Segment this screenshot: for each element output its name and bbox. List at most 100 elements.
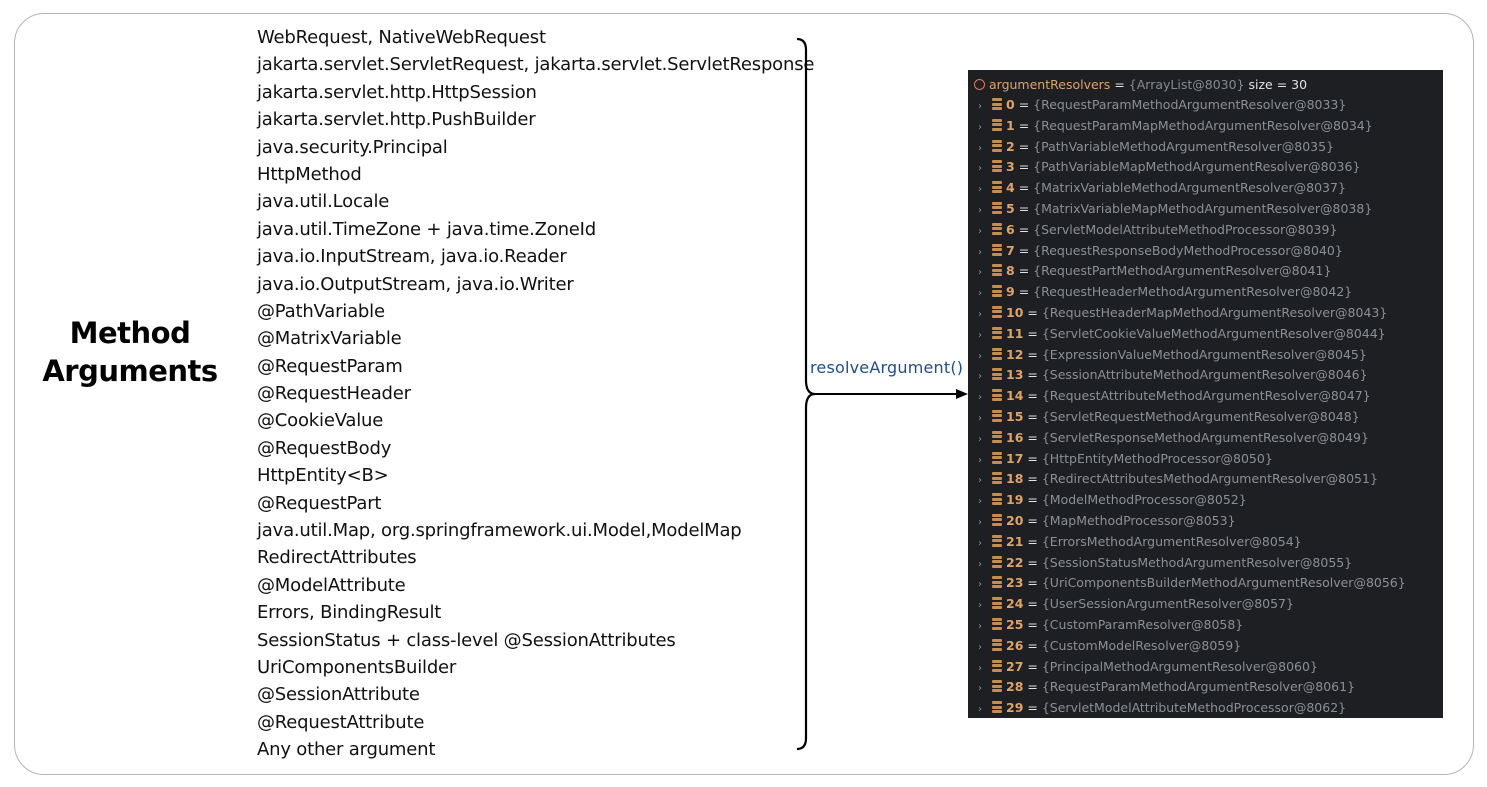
resolver-row[interactable]: ›21 = {ErrorsMethodArgumentResolver@8054… <box>968 532 1406 553</box>
resolver-index: 25 <box>1006 616 1024 632</box>
expand-chevron-icon[interactable]: › <box>978 350 982 362</box>
resolver-row[interactable]: ›20 = {MapMethodProcessor@8053} <box>968 511 1406 532</box>
expand-chevron-icon[interactable]: › <box>978 204 982 216</box>
expand-chevron-icon[interactable]: › <box>978 620 982 632</box>
resolver-row[interactable]: ›17 = {HttpEntityMethodProcessor@8050} <box>968 449 1406 470</box>
resolver-index: 4 <box>1006 180 1015 196</box>
argument-type-item: @RequestAttribute <box>257 711 425 733</box>
list-element-icon <box>992 534 1002 547</box>
resolver-row[interactable]: ›14 = {RequestAttributeMethodArgumentRes… <box>968 386 1406 407</box>
resolver-row[interactable]: ›13 = {SessionAttributeMethodArgumentRes… <box>968 365 1406 386</box>
expand-chevron-icon[interactable]: › <box>978 537 982 549</box>
resolver-index: 3 <box>1006 159 1015 175</box>
expand-chevron-icon[interactable]: › <box>978 371 982 383</box>
resolver-row[interactable]: ›27 = {PrincipalMethodArgumentResolver@8… <box>968 657 1406 678</box>
expand-chevron-icon[interactable]: › <box>978 496 982 508</box>
resolver-row[interactable]: ›18 = {RedirectAttributesMethodArgumentR… <box>968 469 1406 490</box>
equals-sign: = <box>1027 596 1038 612</box>
resolver-row[interactable]: ›4 = {MatrixVariableMethodArgumentResolv… <box>968 178 1406 199</box>
expand-chevron-icon[interactable]: › <box>978 475 982 487</box>
expand-chevron-icon[interactable]: › <box>978 267 982 279</box>
resolver-row[interactable]: ›22 = {SessionStatusMethodArgumentResolv… <box>968 553 1406 574</box>
argument-type-item: @RequestHeader <box>257 383 411 405</box>
expand-chevron-icon[interactable]: › <box>978 163 982 175</box>
expand-chevron-icon[interactable]: › <box>978 101 982 112</box>
expand-chevron-icon[interactable]: › <box>978 454 982 466</box>
title-line-2: Arguments <box>42 354 218 388</box>
resolver-row[interactable]: ›6 = {ServletModelAttributeMethodProcess… <box>968 220 1406 241</box>
resolver-row[interactable]: ›19 = {ModelMethodProcessor@8052} <box>968 490 1406 511</box>
resolver-row[interactable]: ›29 = {ServletModelAttributeMethodProces… <box>968 698 1406 718</box>
resolver-value: {ServletCookieValueMethodArgumentResolve… <box>1041 325 1386 341</box>
expand-chevron-icon[interactable]: › <box>978 433 982 445</box>
resolver-row[interactable]: ›16 = {ServletResponseMethodArgumentReso… <box>968 428 1406 449</box>
argument-type-item: jakarta.servlet.http.PushBuilder <box>257 109 536 131</box>
expand-chevron-icon[interactable]: › <box>978 412 982 424</box>
equals-sign: = <box>1027 512 1038 528</box>
list-element-icon <box>992 98 1002 110</box>
resolver-row[interactable]: ›12 = {ExpressionValueMethodArgumentReso… <box>968 345 1406 366</box>
equals-sign: = <box>1027 367 1038 383</box>
resolver-row[interactable]: ›8 = {RequestPartMethodArgumentResolver@… <box>968 261 1406 282</box>
list-element-icon <box>992 326 1002 339</box>
resolver-row[interactable]: ›2 = {PathVariableMethodArgumentResolver… <box>968 137 1406 158</box>
equals-sign: = <box>1018 117 1030 133</box>
resolver-row[interactable]: ›25 = {CustomParamResolver@8058} <box>968 615 1406 636</box>
expand-chevron-icon[interactable]: › <box>978 662 982 674</box>
resolver-row[interactable]: ›3 = {PathVariableMapMethodArgumentResol… <box>968 157 1406 178</box>
resolver-index: 23 <box>1006 575 1024 591</box>
resolver-row[interactable]: ›28 = {RequestParamMethodArgumentResolve… <box>968 677 1406 698</box>
resolver-row[interactable]: ›11 = {ServletCookieValueMethodArgumentR… <box>968 324 1406 345</box>
expand-chevron-icon[interactable]: › <box>978 121 982 133</box>
expand-chevron-icon[interactable]: › <box>978 558 982 570</box>
equals-sign: = <box>1027 325 1038 341</box>
expand-chevron-icon[interactable]: › <box>978 641 982 653</box>
list-element-icon <box>992 305 1002 318</box>
argument-type-item: java.util.Map, org.springframework.ui.Mo… <box>257 520 742 542</box>
expand-chevron-icon[interactable]: › <box>978 392 982 404</box>
resolver-row[interactable]: ›15 = {ServletRequestMethodArgumentResol… <box>968 407 1406 428</box>
resolver-index: 0 <box>1006 97 1015 112</box>
expand-chevron-icon[interactable]: › <box>978 142 982 154</box>
resolver-index: 8 <box>1006 263 1015 279</box>
resolver-index: 24 <box>1006 596 1024 612</box>
resolver-row[interactable]: ›0 = {RequestParamMethodArgumentResolver… <box>968 95 1406 116</box>
debugger-watch-header[interactable]: argumentResolvers = {ArrayList@8030} siz… <box>974 76 1307 94</box>
argument-type-item: java.security.Principal <box>257 136 448 158</box>
argument-type-item: java.io.OutputStream, java.io.Writer <box>257 273 574 295</box>
expand-chevron-icon[interactable]: › <box>978 329 982 341</box>
resolver-index: 21 <box>1006 533 1024 549</box>
resolver-row[interactable]: ›23 = {UriComponentsBuilderMethodArgumen… <box>968 573 1406 594</box>
expand-chevron-icon[interactable]: › <box>978 288 982 300</box>
argument-type-item: @ModelAttribute <box>257 574 406 596</box>
resolver-value: {ErrorsMethodArgumentResolver@8054} <box>1041 533 1302 549</box>
resolver-row[interactable]: ›5 = {MatrixVariableMapMethodArgumentRes… <box>968 199 1406 220</box>
argument-type-item: @RequestPart <box>257 492 382 514</box>
resolver-row[interactable]: ›24 = {UserSessionArgumentResolver@8057} <box>968 594 1406 615</box>
expand-chevron-icon[interactable]: › <box>978 516 982 528</box>
resolver-index: 5 <box>1006 200 1015 216</box>
list-element-icon <box>992 222 1002 235</box>
resolver-value: {RequestParamMethodArgumentResolver@8061… <box>1041 679 1356 695</box>
list-element-icon <box>992 451 1002 464</box>
resolver-row[interactable]: ›10 = {RequestHeaderMapMethodArgumentRes… <box>968 303 1406 324</box>
expand-chevron-icon[interactable]: › <box>978 683 982 695</box>
expand-chevron-icon[interactable]: › <box>978 579 982 591</box>
expand-chevron-icon[interactable]: › <box>978 225 982 237</box>
resolver-value: {ModelMethodProcessor@8052} <box>1041 492 1247 508</box>
resolver-row[interactable]: ›9 = {RequestHeaderMethodArgumentResolve… <box>968 282 1406 303</box>
list-element-icon <box>992 555 1002 568</box>
resolver-row[interactable]: ›7 = {RequestResponseBodyMethodProcessor… <box>968 241 1406 262</box>
list-element-icon <box>992 597 1002 610</box>
expand-chevron-icon[interactable]: › <box>978 246 982 258</box>
resolver-value: {SessionStatusMethodArgumentResolver@805… <box>1041 554 1353 570</box>
expand-chevron-icon[interactable]: › <box>978 308 982 320</box>
expand-chevron-icon[interactable]: › <box>978 184 982 196</box>
resolver-index: 10 <box>1006 304 1024 320</box>
resolver-row[interactable]: ›1 = {RequestParamMapMethodArgumentResol… <box>968 116 1406 137</box>
expand-chevron-icon[interactable]: › <box>978 704 982 716</box>
expand-chevron-icon[interactable]: › <box>978 600 982 612</box>
argument-type-item: @MatrixVariable <box>257 328 402 350</box>
resolver-row[interactable]: ›26 = {CustomModelResolver@8059} <box>968 636 1406 657</box>
list-element-icon <box>992 347 1002 360</box>
